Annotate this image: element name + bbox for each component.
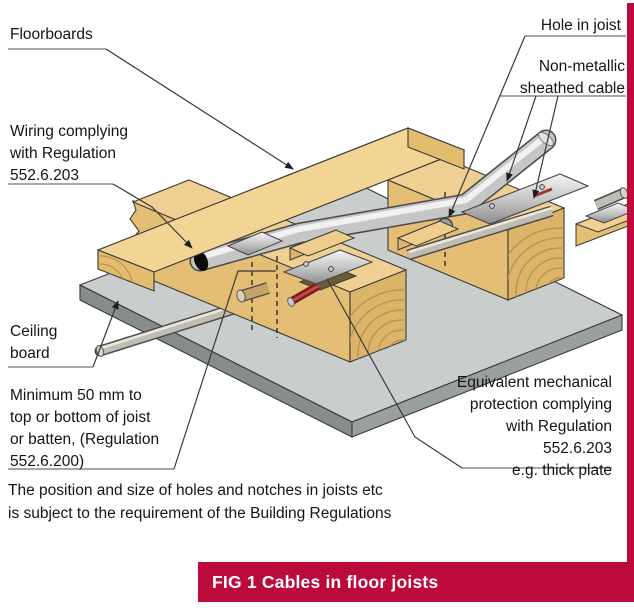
label-text: Wiring complying <box>10 123 129 140</box>
floorboard-plank <box>96 127 466 292</box>
label-text: 552.6.200) <box>10 453 85 470</box>
label-text: protection complying <box>469 396 612 413</box>
label-text: e.g. thick plate <box>512 462 612 479</box>
plate-screw <box>489 203 495 209</box>
label-text: 552.6.203 <box>10 167 79 184</box>
leader-ceiling-board <box>92 300 119 368</box>
leader-hole-in-joist <box>448 35 526 218</box>
label-ceiling-board: Ceiling board <box>10 321 57 365</box>
batten-block-front <box>288 229 356 261</box>
label-wiring-complying: Wiring complying with Regulation 552.6.2… <box>10 121 128 187</box>
label-hole-in-joist: Hole in joist <box>541 15 621 37</box>
page-accent-strip <box>627 3 634 602</box>
label-text: with Regulation <box>10 145 116 162</box>
small-cable-right-segment <box>593 187 629 211</box>
plate-screw <box>539 184 545 190</box>
label-text: Equivalent mechanical <box>456 374 612 391</box>
leader-floorboards <box>105 48 294 170</box>
regulations-note: The position and size of holes and notch… <box>8 479 391 525</box>
label-text: Hole in joist <box>540 17 621 34</box>
cable-cut-end <box>193 250 209 272</box>
leader-lines <box>92 35 559 470</box>
note-line: The position and size of holes and notch… <box>8 482 383 499</box>
label-text: top or bottom of joist <box>10 409 151 426</box>
label-non-metallic-sheathed-cable: Non-metallic sheathed cable <box>520 56 625 100</box>
leader-equivalent <box>326 278 463 469</box>
batten-block-right <box>396 220 460 251</box>
leader-non-metallic-1 <box>506 95 537 182</box>
leader-wiring <box>112 183 193 249</box>
red-cable <box>287 282 320 307</box>
label-text: or batten, (Regulation <box>10 431 160 448</box>
protection-channel-front <box>226 231 284 256</box>
leader-non-metallic-2 <box>532 95 559 199</box>
note-line: is subject to the requirement of the Bui… <box>8 505 392 522</box>
label-text: board <box>10 345 50 362</box>
label-floorboards: Floorboards <box>10 24 93 46</box>
figure-caption-text: FIG 1 Cables in floor joists <box>212 572 439 592</box>
figure-caption-bar: FIG 1 Cables in floor joists <box>198 562 627 602</box>
label-text: 552.6.203 <box>543 440 612 457</box>
label-text: sheathed cable <box>519 80 625 97</box>
label-equivalent-protection: Equivalent mechanical protection complyi… <box>457 372 612 482</box>
label-text: Ceiling <box>10 323 58 340</box>
dowel <box>236 282 270 303</box>
label-text: Non-metallic <box>538 58 625 75</box>
plate-screw <box>303 261 309 267</box>
small-cable-middle-segment <box>406 205 554 261</box>
protection-plate-front <box>282 249 374 285</box>
plate-screw <box>328 266 334 272</box>
label-text: with Regulation <box>506 418 612 435</box>
label-text: Minimum 50 mm to <box>10 387 142 404</box>
label-text: Floorboards <box>10 26 93 43</box>
back-joist-fragment <box>574 202 634 247</box>
protection-plate-back <box>584 202 634 224</box>
label-minimum-50mm: Minimum 50 mm to top or bottom of joist … <box>10 385 159 473</box>
leader-minimum-50mm <box>173 270 276 470</box>
label-underlines <box>8 35 626 470</box>
